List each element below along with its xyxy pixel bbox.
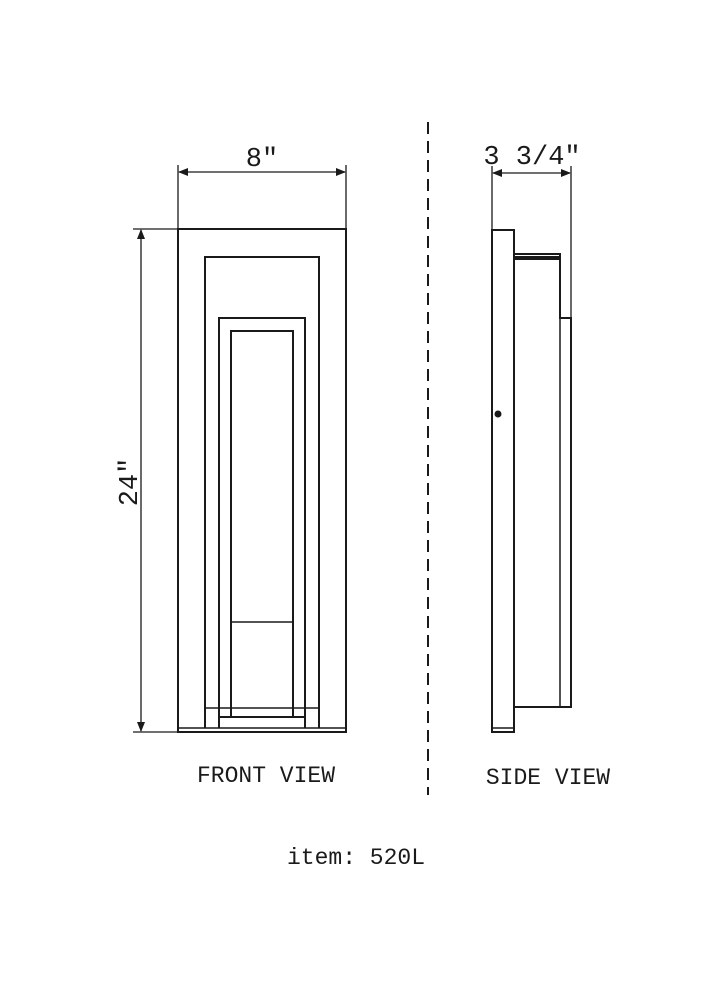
- side-depth-label: 3 3/4″: [483, 143, 580, 173]
- front-height-label: 24″: [116, 458, 146, 507]
- front-view: [133, 165, 347, 733]
- side-mounting-screw: [494, 410, 502, 418]
- front-backplate: [177, 228, 347, 733]
- side-view-caption: SIDE VIEW: [486, 765, 610, 791]
- side-wall-plate: [491, 229, 515, 733]
- front-inner-frame-outer: [218, 317, 306, 728]
- side-view: [491, 166, 572, 733]
- front-view-caption: FRONT VIEW: [197, 763, 335, 789]
- front-middle-frame: [204, 256, 320, 728]
- front-width-label: 8″: [246, 145, 278, 175]
- side-body-profile: [514, 253, 572, 708]
- front-inner-frame-inner: [230, 330, 294, 717]
- item-label: item: 520L: [287, 845, 425, 871]
